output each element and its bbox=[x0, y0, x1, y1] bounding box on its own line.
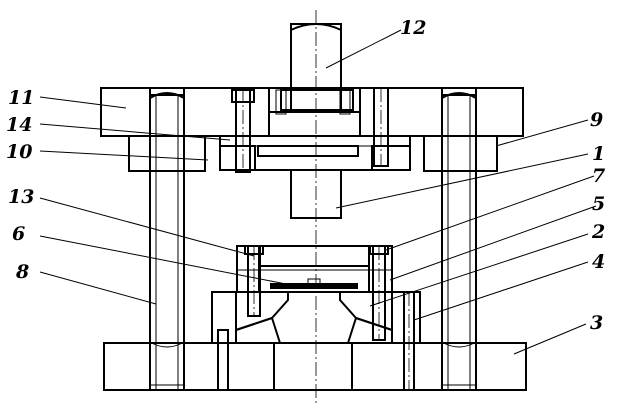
leader-lines bbox=[39, 29, 597, 355]
lower-die-shoe bbox=[103, 342, 527, 391]
shank-screws bbox=[275, 89, 351, 115]
callout-7: 7 bbox=[592, 165, 605, 187]
callout-10: 10 bbox=[6, 141, 32, 163]
dowel-pin-lower bbox=[217, 291, 415, 391]
guide-bushing-right bbox=[423, 135, 498, 172]
guide-bushing-left bbox=[128, 135, 206, 172]
callout-14: 14 bbox=[6, 114, 32, 136]
callout-13: 13 bbox=[8, 186, 34, 208]
callout-2: 2 bbox=[591, 221, 605, 243]
stripper-screw-left bbox=[244, 245, 264, 317]
callout-5: 5 bbox=[592, 193, 605, 215]
callout-4: 4 bbox=[592, 251, 605, 273]
shank bbox=[280, 23, 354, 113]
callout-3: 3 bbox=[590, 312, 603, 334]
upper-screw-left bbox=[231, 87, 255, 173]
upper-screw-right bbox=[373, 87, 389, 167]
callout-1: 1 bbox=[592, 143, 605, 165]
upper-die-shoe bbox=[100, 87, 524, 137]
stripper-screw-right bbox=[369, 245, 389, 341]
callout-12: 12 bbox=[400, 17, 426, 39]
callout-9: 9 bbox=[590, 109, 603, 131]
callout-8: 8 bbox=[15, 261, 29, 283]
workpiece-blank bbox=[270, 278, 358, 289]
guide-post-left bbox=[149, 92, 185, 391]
guide-post-right bbox=[441, 92, 477, 391]
callout-6: 6 bbox=[12, 223, 25, 245]
punch-plate bbox=[219, 135, 411, 171]
callout-11: 11 bbox=[8, 87, 34, 109]
